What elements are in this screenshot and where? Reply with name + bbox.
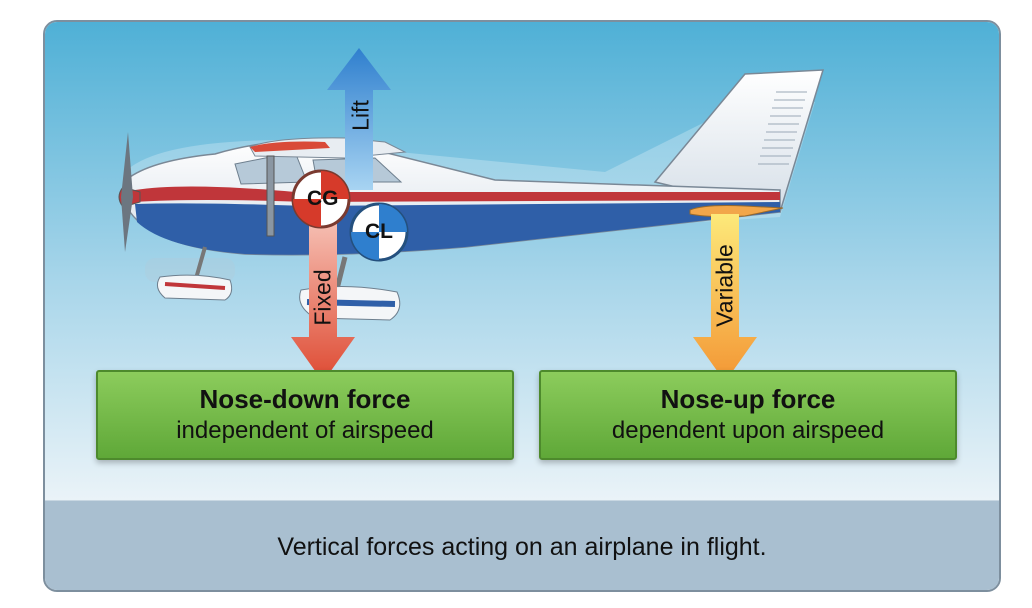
fixed-label: Fixed bbox=[309, 269, 336, 326]
stabilizer bbox=[689, 205, 784, 218]
tail-vents bbox=[758, 91, 807, 165]
diagram-frame: Lift Fixed Variable CG CL Nose-down forc… bbox=[43, 20, 1001, 592]
fixed-arrow bbox=[291, 220, 355, 382]
cl-label: CL bbox=[365, 220, 393, 243]
cg-marker bbox=[291, 169, 351, 229]
cg-label: CG bbox=[307, 187, 339, 210]
sky-background: Lift Fixed Variable CG CL Nose-down forc… bbox=[45, 22, 999, 500]
propeller bbox=[121, 132, 133, 252]
nose-down-heading: Nose-down force bbox=[199, 384, 411, 414]
nose-up-subtext: dependent upon airspeed bbox=[611, 417, 885, 444]
nose-up-box: Nose-up force dependent upon airspeed bbox=[539, 370, 957, 460]
variable-arrow bbox=[693, 214, 757, 382]
lift-label: Lift bbox=[347, 100, 374, 131]
wing-tip bbox=[250, 141, 330, 152]
cl-marker bbox=[349, 202, 409, 262]
figure-caption: Vertical forces acting on an airplane in… bbox=[277, 533, 767, 561]
caption-bar: Vertical forces acting on an airplane in… bbox=[45, 500, 999, 590]
wing-strut bbox=[266, 155, 275, 237]
nose-down-box: Nose-down force independent of airspeed bbox=[96, 370, 514, 460]
nose-pant-stripe bbox=[164, 282, 226, 290]
blue-stripe bbox=[135, 202, 780, 255]
nose-up-heading: Nose-up force bbox=[660, 384, 836, 414]
variable-label: Variable bbox=[711, 244, 738, 327]
nose-down-subtext: independent of airspeed bbox=[176, 417, 434, 444]
lift-arrow bbox=[327, 48, 391, 190]
